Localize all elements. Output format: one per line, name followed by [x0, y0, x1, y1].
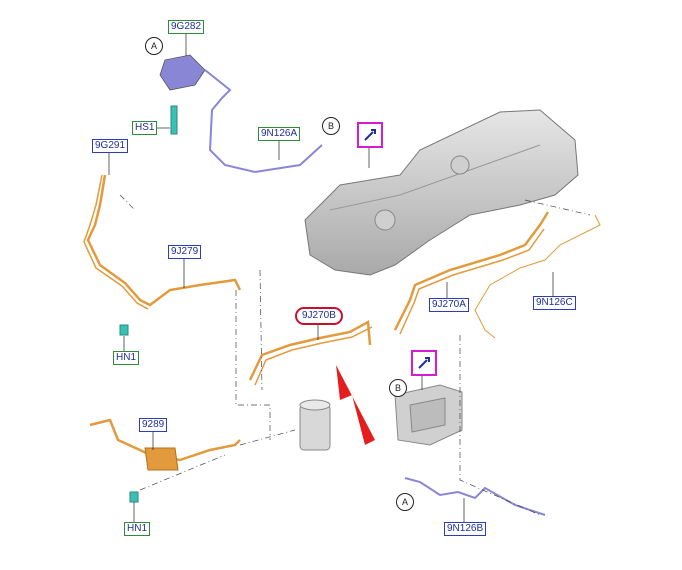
label-9J279: 9J279 [168, 245, 202, 259]
label-hs1: HS1 [132, 121, 158, 135]
red-arrow-icon [336, 365, 375, 445]
fuel-filter-9289 [144, 447, 179, 471]
callout-a-bottom: A [396, 493, 414, 511]
label-9G291: 9G291 [92, 139, 129, 153]
leader-lines [108, 34, 554, 522]
label-9N126B: 9N126B [444, 522, 487, 536]
callout-b-mid: B [389, 379, 407, 397]
vapor-valve-9G282 [159, 54, 206, 135]
label-9N126A: 9N126A [258, 127, 301, 141]
label-9N126C: 9N126C [533, 296, 576, 310]
fuel-line-9J270B [248, 319, 372, 381]
callout-a-top: A [145, 37, 163, 55]
vapor-line-9N126C [474, 214, 601, 339]
fuel-pump-module [394, 384, 463, 446]
vapor-line-9N126B [404, 477, 546, 516]
callout-b-top: B [322, 117, 340, 135]
hn1-fitting-top [119, 324, 129, 336]
label-9289: 9289 [139, 418, 168, 432]
label-hn1-top: HN1 [113, 351, 140, 365]
vapor-line-9N126A [204, 69, 323, 174]
label-9J270A: 9J270A [429, 298, 469, 312]
connection-lines [119, 194, 591, 516]
label-9J270B-highlighted: 9J270B [295, 307, 343, 325]
hn1-fitting-bottom [129, 491, 139, 503]
fuel-line-9J279 [86, 174, 242, 307]
label-9G282: 9G282 [168, 20, 205, 34]
label-hn1-bottom: HN1 [124, 522, 151, 536]
fuel-line-9J270A [393, 211, 550, 331]
fuel-tank [304, 109, 579, 276]
fuel-filter-canister [299, 399, 331, 451]
wrench-icon [411, 350, 437, 376]
wrench-icon [357, 122, 383, 148]
